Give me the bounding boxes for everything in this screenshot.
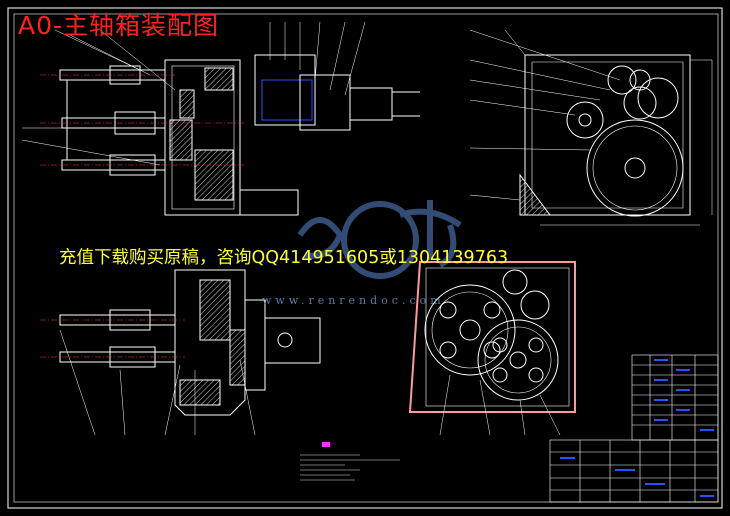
gear-layout-view (408, 261, 576, 436)
drawing-title: A0-主轴箱装配图 (18, 11, 220, 40)
end-view (469, 29, 713, 226)
watermark-text: www.renrendoc.com (262, 294, 445, 307)
technical-notes (300, 442, 400, 481)
watermark-logo (297, 200, 462, 279)
title-block (549, 354, 719, 503)
lower-section-view (40, 269, 321, 436)
drawing-frame (7, 7, 723, 509)
main-section-view (21, 21, 420, 216)
promo-text: 充值下载购买原稿，咨询QQ414951605或1304139763 (59, 248, 509, 268)
